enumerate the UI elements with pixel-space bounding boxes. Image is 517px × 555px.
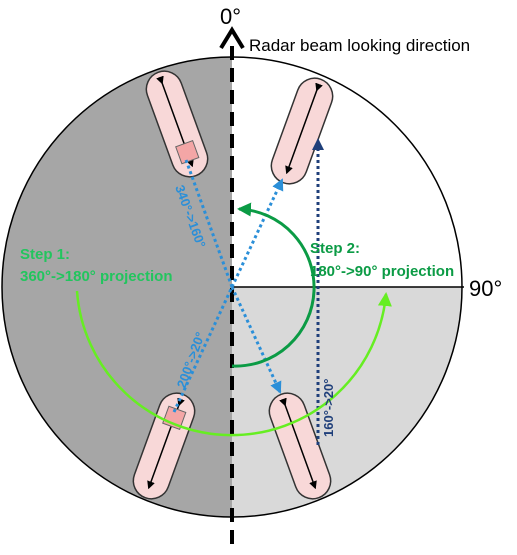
vehicle-top-right	[270, 77, 334, 185]
step1-description: 360°->180° projection	[20, 268, 172, 285]
dotted-line-340	[184, 159, 234, 288]
step2-arc	[231, 202, 316, 368]
step1-arc	[75, 290, 392, 437]
vehicle-marker	[162, 405, 187, 430]
vehicle-marker	[175, 140, 200, 165]
ninety-degree-label: 90°	[469, 276, 502, 301]
radar-direction-label: Radar beam looking direction	[249, 36, 470, 55]
vehicle-bottom-right	[268, 392, 332, 500]
step2-description: 180°->90° projection	[310, 263, 454, 280]
step2-title: Step 2:	[310, 240, 360, 257]
zero-degree-label: 0°	[220, 4, 241, 29]
vehicle-bottom-left	[132, 392, 196, 500]
dotted-arrow-160	[230, 178, 284, 288]
step1-title: Step 1:	[20, 246, 70, 263]
light-quadrant	[232, 287, 462, 517]
dotted-arrow-20	[230, 286, 282, 394]
dotted-line-200	[172, 286, 234, 413]
radar-arrow-head-icon	[219, 26, 245, 50]
rotation-label-160-20: 160°->20°	[321, 379, 336, 437]
vehicle-top-left	[145, 70, 209, 178]
